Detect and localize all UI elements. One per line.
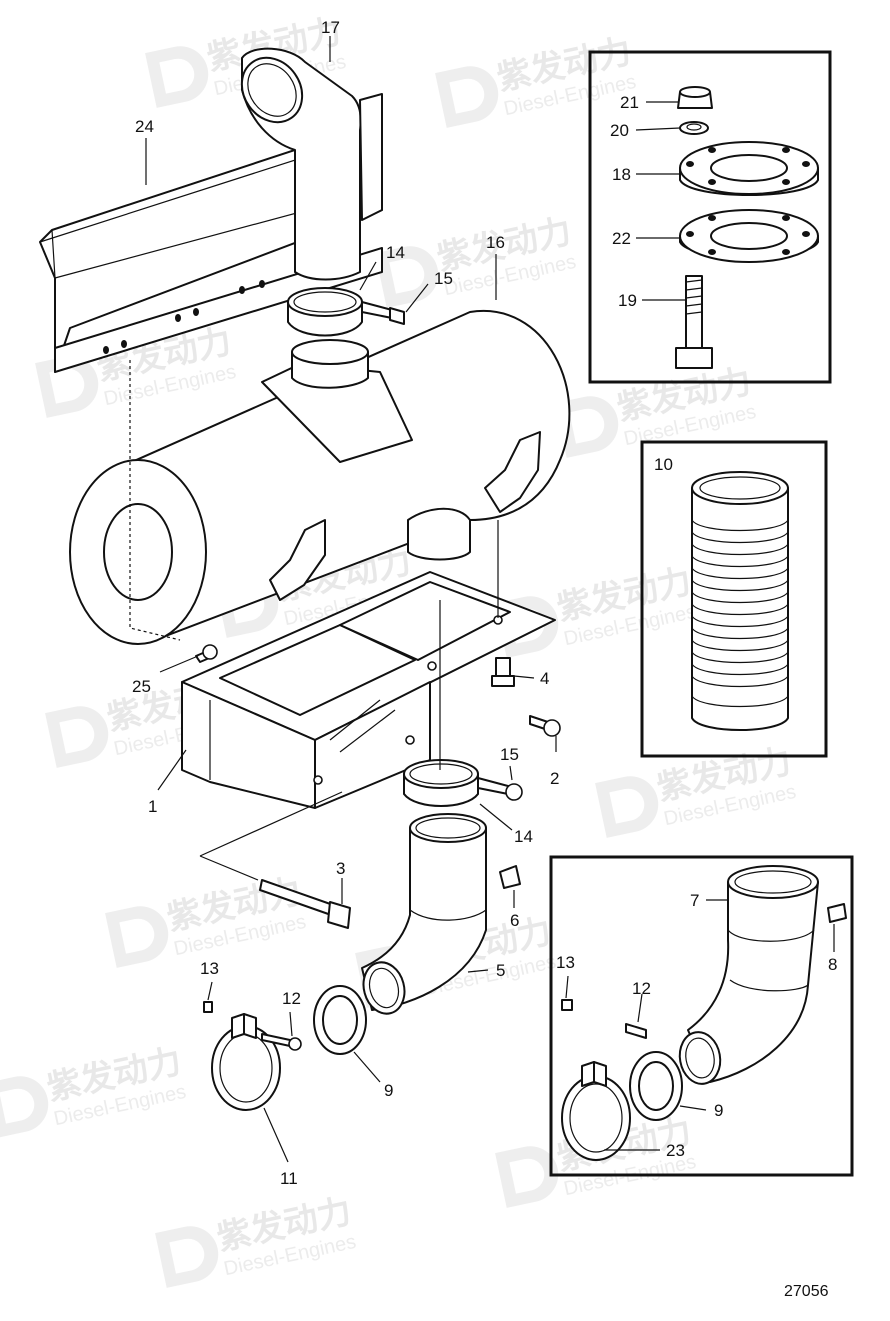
watermark-logo-icon [595, 776, 659, 838]
inset-flange [588, 50, 832, 384]
inset-alt-pipe [549, 855, 854, 1177]
long-bolt-3 [259, 879, 351, 929]
gasket-22 [679, 209, 819, 263]
callout-25: 25 [132, 677, 151, 696]
watermark-logo-icon [45, 706, 109, 768]
clamp-bolt-12b [625, 1023, 647, 1039]
watermark: 紫发动力 Diesel-Engines [375, 211, 578, 308]
watermark-logo-icon [105, 906, 169, 968]
callout-8: 8 [828, 955, 837, 974]
callout-13: 13 [200, 959, 219, 978]
callout-14b: 14 [514, 827, 533, 846]
callout-12: 12 [282, 989, 301, 1008]
callout-22: 22 [612, 229, 631, 248]
flex-bellows-10 [691, 471, 789, 731]
mounting-bracket [181, 571, 556, 809]
sealing-ring-9 [313, 985, 367, 1055]
callout-16: 16 [486, 233, 505, 252]
callout-1: 1 [148, 797, 157, 816]
callout-19: 19 [618, 291, 637, 310]
callout-20: 20 [610, 121, 629, 140]
silencer [69, 309, 571, 645]
callout-9b: 9 [714, 1101, 723, 1120]
plug-6 [499, 865, 521, 889]
callout-15b: 15 [500, 745, 519, 764]
callout-21: 21 [620, 93, 639, 112]
watermark-logo-icon [145, 46, 209, 108]
watermark-logo-icon [0, 1076, 49, 1138]
clamp-nut-13 [203, 1001, 213, 1013]
callout-14: 14 [386, 243, 405, 262]
bolt-25 [195, 644, 218, 663]
bolt-19 [675, 275, 713, 369]
callout-4: 4 [540, 669, 549, 688]
watermark-logo-icon [555, 396, 619, 458]
clamp-ring-upper [287, 287, 363, 337]
clamp-bolt-12 [261, 1033, 302, 1051]
clamp-nut-13b [561, 999, 573, 1011]
watermark: 紫发动力 Diesel-Engines [555, 361, 758, 458]
watermark: 紫发动力 Diesel-Engines [155, 1191, 358, 1288]
callout-6: 6 [510, 911, 519, 930]
clamp-bolt-lower [477, 777, 523, 801]
callout-18: 18 [612, 165, 631, 184]
watermark-logo-icon [155, 1226, 219, 1288]
leader-lines [129, 36, 557, 1163]
v-clamp-23 [561, 1061, 631, 1161]
inset-flex-pipe-frame [640, 440, 828, 758]
inset-flex-pipe [640, 440, 828, 758]
drawing-number: 27056 [784, 1283, 829, 1300]
sealing-ring-9b [629, 1051, 683, 1121]
callout-11: 11 [280, 1169, 298, 1188]
callout-12b: 12 [632, 979, 651, 998]
callout-3: 3 [336, 859, 345, 878]
watermark-logo-icon [375, 246, 439, 308]
watermark-logo-icon [435, 66, 499, 128]
plug-8 [827, 903, 847, 923]
callout-10: 10 [654, 455, 673, 474]
exhaust-elbow-pipe [240, 47, 383, 281]
callout-2: 2 [550, 769, 559, 788]
callout-15: 15 [434, 269, 453, 288]
bolt-4 [491, 657, 515, 687]
exhaust-pipe-7 [678, 865, 819, 1085]
callout-23: 23 [666, 1141, 685, 1160]
bolt-2 [529, 715, 561, 737]
v-clamp-11 [211, 1013, 281, 1111]
callout-9: 9 [384, 1081, 393, 1100]
washer-20 [679, 121, 709, 135]
watermark: 紫发动力 Diesel-Engines [435, 31, 638, 128]
nut-21 [677, 86, 713, 109]
watermark: 紫发动力 Diesel-Engines [0, 1041, 188, 1138]
callouts: 17 24 14 15 16 25 4 2 1 15 14 3 6 5 13 1… [132, 18, 837, 1188]
callout-5: 5 [496, 961, 505, 980]
inset-alt-pipe-frame [549, 855, 854, 1177]
inset-flange-frame [588, 50, 832, 384]
callout-24: 24 [135, 117, 154, 136]
callout-17: 17 [321, 18, 340, 37]
flange-18 [679, 141, 819, 196]
callout-7: 7 [690, 891, 699, 910]
exhaust-pipe-bend [361, 813, 487, 1015]
watermark-logo-icon [35, 356, 99, 418]
clamp-ring-lower [403, 759, 479, 807]
clamp-bolt-upper [361, 301, 405, 325]
watermark-logo-icon [495, 1146, 559, 1208]
callout-13b: 13 [556, 953, 575, 972]
